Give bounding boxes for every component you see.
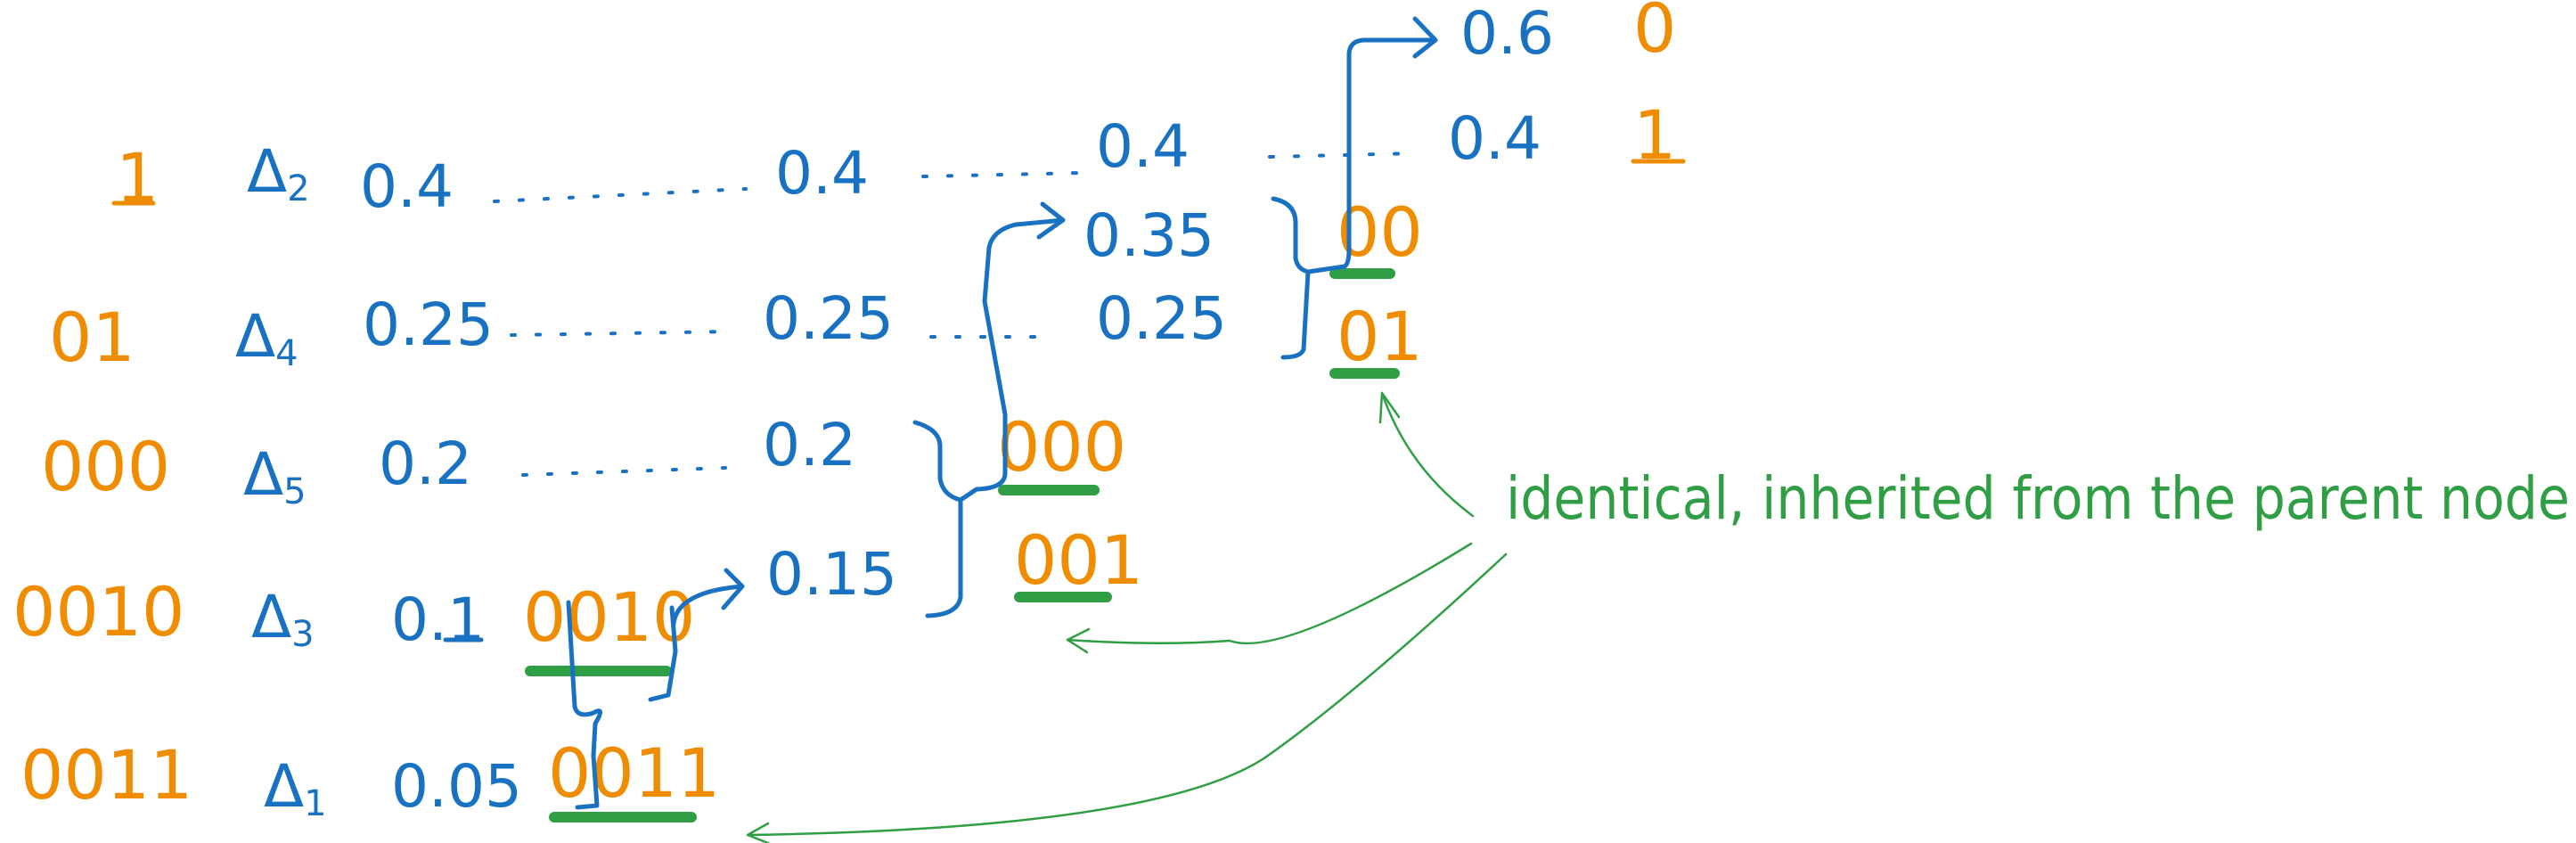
dotted-line	[1268, 151, 1417, 159]
probability: 0.25	[763, 284, 894, 353]
annotation-arrow	[1378, 391, 1475, 518]
merge-arrow	[958, 201, 1066, 503]
child-code: 01	[1337, 297, 1423, 376]
merge-arrow	[671, 568, 745, 626]
symbol: Δ4	[235, 302, 298, 374]
merged-probability: 0.6	[1460, 0, 1554, 68]
probability: 0.05	[391, 752, 522, 821]
final-code: 0010	[12, 572, 184, 651]
merge-brace	[648, 605, 678, 702]
probability: 0.1	[391, 585, 485, 654]
probability: 0.4	[1448, 104, 1542, 173]
symbol: Δ1	[264, 752, 327, 824]
final-code: 000	[41, 427, 170, 506]
probability: 0.4	[1096, 112, 1190, 181]
final-code: 0011	[20, 735, 192, 814]
probability: 0.4	[775, 139, 869, 208]
final-code: 1	[116, 138, 159, 217]
merged-probability: 0.35	[1084, 201, 1214, 270]
probability: 0.2	[379, 430, 472, 498]
symbol: Δ2	[247, 137, 310, 209]
merge-brace	[912, 420, 963, 618]
probability: 0.25	[363, 291, 494, 359]
merged-probability: 0.15	[766, 540, 897, 609]
symbol: Δ5	[243, 440, 307, 512]
probability: 0.2	[763, 411, 856, 479]
merge-brace	[1271, 196, 1311, 360]
final-code: 01	[49, 298, 135, 377]
annotation-arrow	[1066, 542, 1473, 654]
dotted-line	[510, 330, 735, 337]
dotted-line	[521, 466, 727, 477]
code-bit: 0	[1633, 0, 1676, 68]
probability: 0.4	[360, 152, 454, 221]
merge-arrow	[1305, 16, 1438, 274]
child-code: 001	[1014, 520, 1143, 600]
child-code: 0010	[523, 577, 695, 657]
annotation-arrow	[746, 552, 1508, 843]
probability: 0.25	[1096, 284, 1227, 353]
dotted-line	[921, 171, 1082, 178]
symbol: Δ3	[251, 583, 315, 655]
merge-brace	[566, 600, 602, 810]
annotation-text: identical, inherited from the parent nod…	[1506, 464, 2570, 533]
child-code: 0011	[548, 733, 720, 813]
child-code: 000	[997, 407, 1126, 487]
dotted-line	[493, 187, 748, 203]
